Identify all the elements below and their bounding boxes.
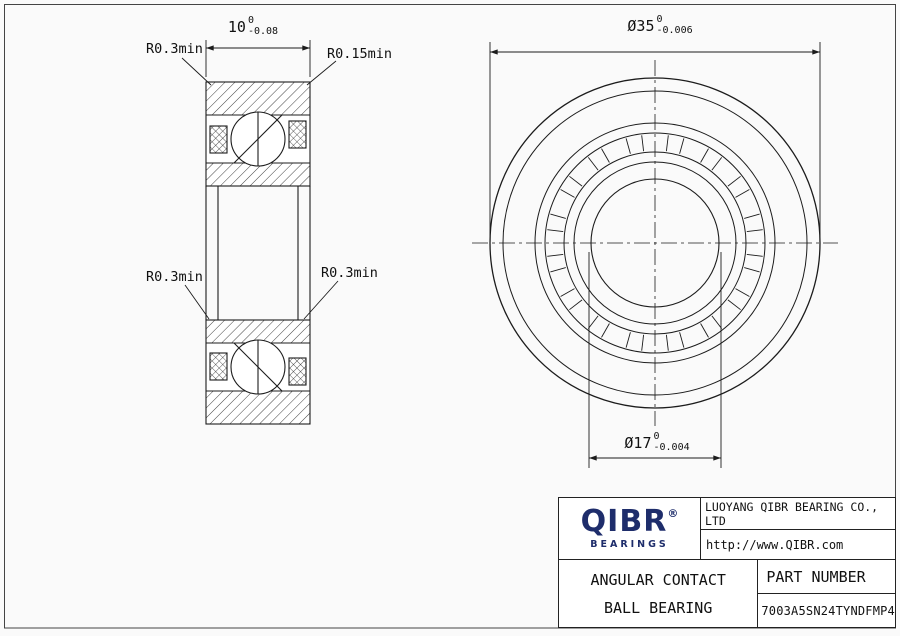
outer-ring-top-hatch: [206, 82, 310, 115]
cage-block-bottom-left: [209, 352, 228, 381]
company-cell: LUOYANG QIBR BEARING CO., LTD http://www…: [701, 498, 895, 559]
radius-callout-top-right: R0.15min: [327, 46, 393, 62]
outer-diameter-value: Ø35: [627, 16, 655, 35]
outer-diameter-tolerance: 0 -0.006: [656, 14, 693, 36]
outer-diameter-circle: [489, 77, 821, 409]
part-number-label: PART NUMBER: [766, 567, 866, 586]
cage-block-top-right: [288, 120, 307, 149]
width-value: 10: [227, 17, 246, 36]
outer-ring-bottom-hatch: [206, 391, 310, 424]
cage-block-top-left: [209, 125, 228, 154]
radius-callout-top-left: R0.3min: [146, 41, 203, 57]
width-dimension: 10 0 -0.08: [198, 15, 308, 37]
product-title: ANGULAR CONTACT BALL BEARING: [559, 560, 759, 627]
inner-ring-bottom-hatch: [206, 320, 310, 343]
qibr-logo: QIBR® BEARINGS: [559, 498, 701, 559]
bore-diameter-tolerance: 0 -0.004: [653, 431, 690, 453]
section-view: [205, 81, 311, 425]
part-number-cell: PART NUMBER 7003A5SN24TYNDFMP4: [758, 560, 895, 627]
front-view: [489, 77, 821, 409]
part-number-value: 7003A5SN24TYNDFMP4: [758, 593, 895, 627]
bore-circle: [590, 178, 720, 308]
company-name: LUOYANG QIBR BEARING CO., LTD: [705, 499, 879, 528]
outer-diameter-dimension: Ø35 0 -0.006: [595, 14, 725, 36]
center-lines: [472, 60, 838, 426]
logo-wordmark: QIBR®: [581, 507, 679, 537]
dimension-lines: [181, 40, 821, 468]
inner-ring-top-hatch: [206, 163, 310, 186]
title-block: QIBR® BEARINGS LUOYANG QIBR BEARING CO.,…: [558, 497, 896, 628]
cage-ticks: [547, 135, 763, 351]
bore-diameter-dimension: Ø17 0 -0.004: [592, 431, 722, 453]
company-website: http://www.QIBR.com: [701, 529, 895, 559]
drawing-frame: [4, 4, 896, 629]
logo-text: QIBR: [580, 504, 668, 539]
bore-diameter-value: Ø17: [624, 433, 652, 452]
radius-callout-mid-right: R0.3min: [321, 265, 378, 281]
title-block-top-row: QIBR® BEARINGS LUOYANG QIBR BEARING CO.,…: [559, 498, 895, 560]
product-title-line2: BALL BEARING: [603, 598, 713, 617]
cage-block-bottom-right: [288, 357, 307, 386]
title-block-bottom-row: ANGULAR CONTACT BALL BEARING PART NUMBER…: [559, 560, 895, 627]
width-tolerance: 0 -0.08: [247, 15, 279, 37]
registered-trademark-icon: ®: [667, 507, 679, 520]
logo-subtitle: BEARINGS: [590, 539, 669, 550]
radius-callout-mid-left: R0.3min: [146, 269, 203, 285]
product-title-line1: ANGULAR CONTACT: [590, 570, 726, 589]
